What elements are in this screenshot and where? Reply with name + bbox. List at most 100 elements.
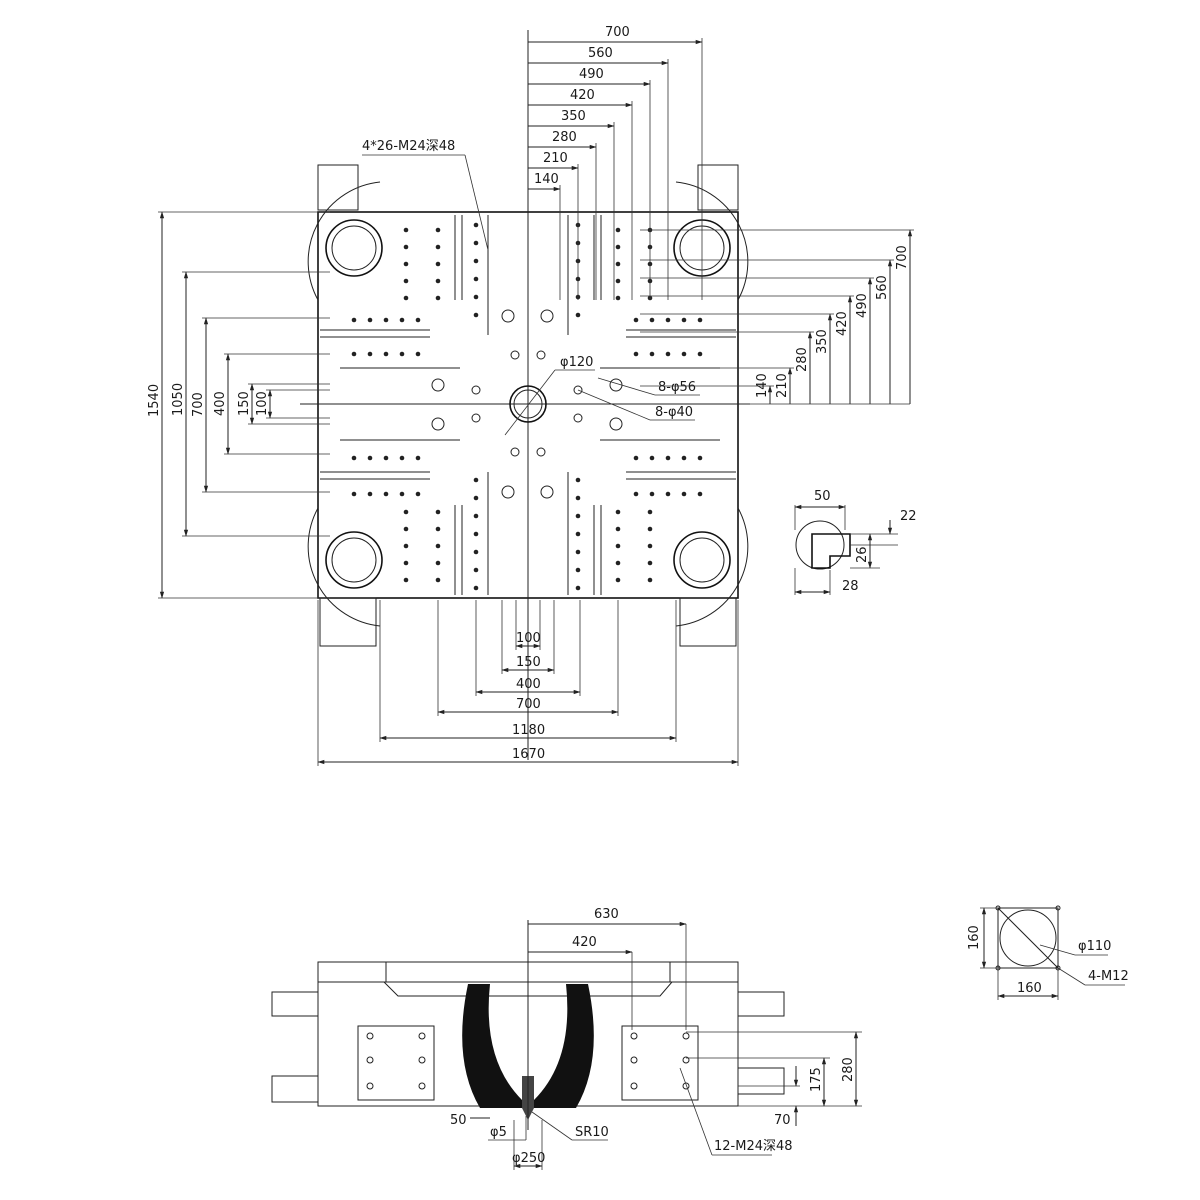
dim-70-label: 70 [774, 1113, 791, 1128]
left-dim-label: 1540 [147, 384, 162, 417]
hole56-label: 8-φ56 [658, 380, 696, 395]
tapped-hole [383, 317, 389, 323]
tapped-hole [473, 513, 479, 519]
tapped-hole [351, 351, 357, 357]
tapped-hole [383, 455, 389, 461]
front-view: 630 420 280 175 70 50 φ5 SR10 φ250 [271, 907, 862, 1170]
locating-ring-inner [513, 389, 543, 419]
tapped-hole [351, 455, 357, 461]
top-dim-label: 490 [579, 67, 604, 82]
slot-depth22-label: 22 [900, 509, 917, 524]
center-dia-leader [504, 369, 556, 436]
tapped-hole [399, 491, 405, 497]
tapped-hole [473, 477, 479, 483]
tapped-hole [681, 455, 687, 461]
tapped-hole [615, 543, 621, 549]
tapped-hole [647, 509, 653, 515]
tapped-hole [575, 549, 581, 555]
tapped-hole [403, 227, 409, 233]
tapped-hole [575, 477, 581, 483]
tapped-hole [681, 351, 687, 357]
center-dia-label: φ120 [560, 355, 593, 370]
tapped-hole [649, 455, 655, 461]
tapped-hole [575, 312, 581, 318]
tie-bar-bottom-right [673, 507, 749, 647]
dia250-label: φ250 [512, 1151, 545, 1166]
tapped-hole [681, 491, 687, 497]
tapped-hole [647, 526, 653, 532]
tapped-hole [383, 351, 389, 357]
bottom-dim-label: 1670 [512, 747, 545, 762]
top-dim-label: 140 [534, 172, 559, 187]
top-dim-label: 280 [552, 130, 577, 145]
tapped-hole [473, 495, 479, 501]
cone-section-left [462, 984, 522, 1108]
hole56-leader [597, 377, 656, 396]
tapped-hole [367, 317, 373, 323]
tapped-holes [351, 222, 703, 591]
tapped-hole [351, 317, 357, 323]
bottom-dim-label: 100 [516, 631, 541, 646]
left-dim-label: 400 [213, 391, 228, 416]
dim-420-label: 420 [572, 935, 597, 950]
left-dim-label: 1050 [171, 383, 186, 416]
tapped-hole [649, 351, 655, 357]
slot-depth28-label: 28 [842, 579, 859, 594]
tapped-hole [435, 560, 441, 566]
tapped-hole [473, 222, 479, 228]
tapped-hole [415, 351, 421, 357]
tapped-hole [435, 526, 441, 532]
tapped-hole [415, 317, 421, 323]
small-dia-label: φ110 [1078, 939, 1111, 954]
tapped-hole [367, 455, 373, 461]
tapped-hole [403, 509, 409, 515]
tapped-hole [615, 244, 621, 250]
right-dim-label: 140 [755, 373, 770, 398]
bottom-dim-label: 700 [516, 697, 541, 712]
front-holes-label: 12-M24深48 [714, 1139, 793, 1154]
tapped-hole [367, 351, 373, 357]
slot-width-label: 50 [814, 489, 831, 504]
tapped-hole [435, 278, 441, 284]
sr10-label: SR10 [575, 1125, 609, 1140]
tapped-hole [647, 560, 653, 566]
left-dim-label: 150 [237, 391, 252, 416]
tapped-hole [615, 526, 621, 532]
tapped-hole [615, 295, 621, 301]
tapped-hole [403, 278, 409, 284]
tapped-hole [473, 258, 479, 264]
dim-280-label: 280 [841, 1057, 856, 1082]
tapped-hole [399, 455, 405, 461]
tapped-hole [473, 567, 479, 573]
tapped-hole [615, 509, 621, 515]
tapped-hole [367, 491, 373, 497]
tapped-hole [697, 491, 703, 497]
tapped-hole [647, 543, 653, 549]
tapped-hole [665, 351, 671, 357]
t-slots [320, 215, 736, 595]
tapped-hole [697, 317, 703, 323]
right-dim-label: 350 [815, 329, 830, 354]
small-height-label: 160 [967, 925, 982, 950]
tapped-hole [665, 317, 671, 323]
tapped-hole [435, 261, 441, 267]
tapped-hole [403, 560, 409, 566]
tapped-hole [633, 491, 639, 497]
tapped-hole [697, 455, 703, 461]
top-view: 4*26-M24深48 φ120 8-φ56 8-φ40 70056049042… [147, 25, 914, 766]
hole40-label: 8-φ40 [655, 405, 693, 420]
tapped-hole [403, 261, 409, 267]
tapped-hole [473, 312, 479, 318]
tapped-hole [633, 351, 639, 357]
tapped-hole [615, 278, 621, 284]
slot-depth26-label: 26 [855, 546, 870, 563]
tapped-hole [575, 567, 581, 573]
side-plate-left [357, 1025, 435, 1101]
top-dim-label: 350 [561, 109, 586, 124]
tapped-hole [473, 585, 479, 591]
slot-detail: 50 22 26 28 [794, 489, 917, 595]
